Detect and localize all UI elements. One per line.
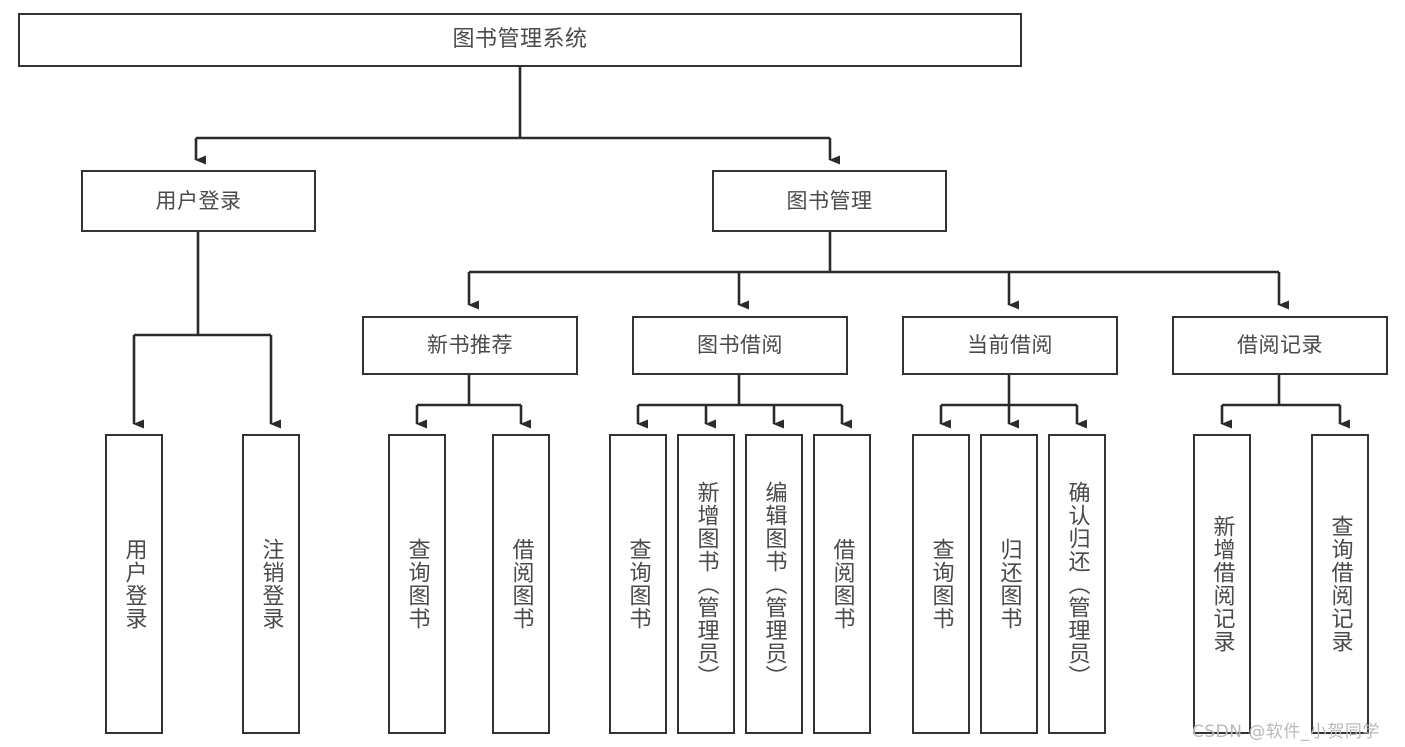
node-leaf-logout[interactable]: 注销登录	[242, 434, 300, 734]
node-root-system[interactable]: 图书管理系统	[18, 13, 1022, 67]
node-label: 注销登录	[258, 538, 284, 630]
node-label: 借阅图书	[829, 538, 855, 630]
node-label: 查询借阅记录	[1327, 515, 1353, 653]
node-label: 查询图书	[928, 538, 954, 630]
node-leaf-return-book[interactable]: 归还图书	[980, 434, 1038, 734]
node-label: 编辑图书（管理员）	[761, 480, 787, 688]
node-label: 借阅图书	[508, 538, 534, 630]
node-label: 新增借阅记录	[1209, 515, 1235, 653]
node-label: 新增图书（管理员）	[693, 480, 719, 688]
node-book-borrow[interactable]: 图书借阅	[632, 316, 848, 375]
node-leaf-query-book-2[interactable]: 查询图书	[609, 434, 667, 734]
node-label: 查询图书	[404, 538, 430, 630]
node-current-borrow[interactable]: 当前借阅	[902, 316, 1118, 375]
node-label: 查询图书	[625, 538, 651, 630]
node-label: 图书借阅	[697, 333, 783, 358]
watermark: CSDN @软件_小贺同学	[1192, 722, 1380, 742]
node-label: 用户登录	[155, 188, 242, 213]
node-leaf-borrow-book-1[interactable]: 借阅图书	[492, 434, 550, 734]
node-borrow-record[interactable]: 借阅记录	[1172, 316, 1388, 375]
node-leaf-borrow-book-2[interactable]: 借阅图书	[813, 434, 871, 734]
node-new-book-recommend[interactable]: 新书推荐	[362, 316, 578, 375]
node-label: 当前借阅	[967, 333, 1053, 358]
node-leaf-add-book-admin[interactable]: 新增图书（管理员）	[677, 434, 735, 734]
node-label: 借阅记录	[1237, 333, 1323, 358]
node-leaf-query-borrow-record[interactable]: 查询借阅记录	[1311, 434, 1369, 734]
node-user-login[interactable]: 用户登录	[81, 170, 316, 232]
node-book-manage[interactable]: 图书管理	[712, 170, 947, 232]
node-leaf-add-borrow-record[interactable]: 新增借阅记录	[1193, 434, 1251, 734]
node-label: 用户登录	[121, 538, 147, 630]
node-label: 归还图书	[996, 538, 1022, 630]
node-leaf-user-login[interactable]: 用户登录	[105, 434, 163, 734]
node-label: 新书推荐	[427, 333, 513, 358]
node-leaf-edit-book-admin[interactable]: 编辑图书（管理员）	[745, 434, 803, 734]
node-label: 图书管理系统	[452, 27, 588, 53]
node-leaf-query-book-1[interactable]: 查询图书	[388, 434, 446, 734]
node-label: 图书管理	[786, 188, 873, 213]
node-leaf-confirm-return-admin[interactable]: 确认归还（管理员）	[1048, 434, 1106, 734]
node-leaf-query-book-3[interactable]: 查询图书	[912, 434, 970, 734]
node-label: 确认归还（管理员）	[1064, 480, 1090, 688]
